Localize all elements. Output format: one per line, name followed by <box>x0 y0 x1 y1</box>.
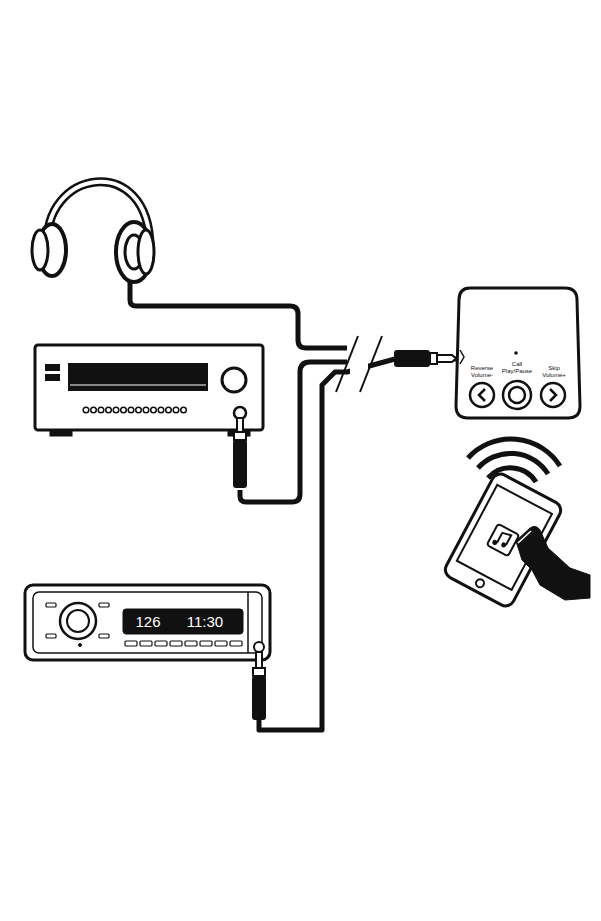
button-label: Reverse Volume- <box>465 365 499 378</box>
display-text: 11:30 <box>177 614 233 631</box>
headphones <box>32 182 154 282</box>
av-receiver <box>35 345 263 436</box>
bluetooth-receiver <box>456 288 580 418</box>
button-label: Call Play/Pause <box>499 361 535 374</box>
stereo-buttons <box>125 641 242 646</box>
phone-icon <box>442 439 590 609</box>
audio-cable <box>259 359 458 730</box>
display-text: 126 <box>126 614 170 631</box>
receiver-plug <box>233 418 247 488</box>
bluetooth-receiver-box: Reverse Volume-Call Play/PauseSkip Volum… <box>458 288 578 418</box>
car-stereo <box>25 585 270 660</box>
headphone-cable <box>130 280 347 348</box>
audio-plug <box>394 350 456 367</box>
button-label: Skip Volume+ <box>537 365 571 378</box>
break-mark <box>336 335 382 392</box>
receiver-buttons <box>83 407 186 413</box>
receiver-cable <box>240 362 347 502</box>
stereo-plug <box>252 652 266 720</box>
car-stereo-box: 126 11:30 <box>25 585 270 660</box>
